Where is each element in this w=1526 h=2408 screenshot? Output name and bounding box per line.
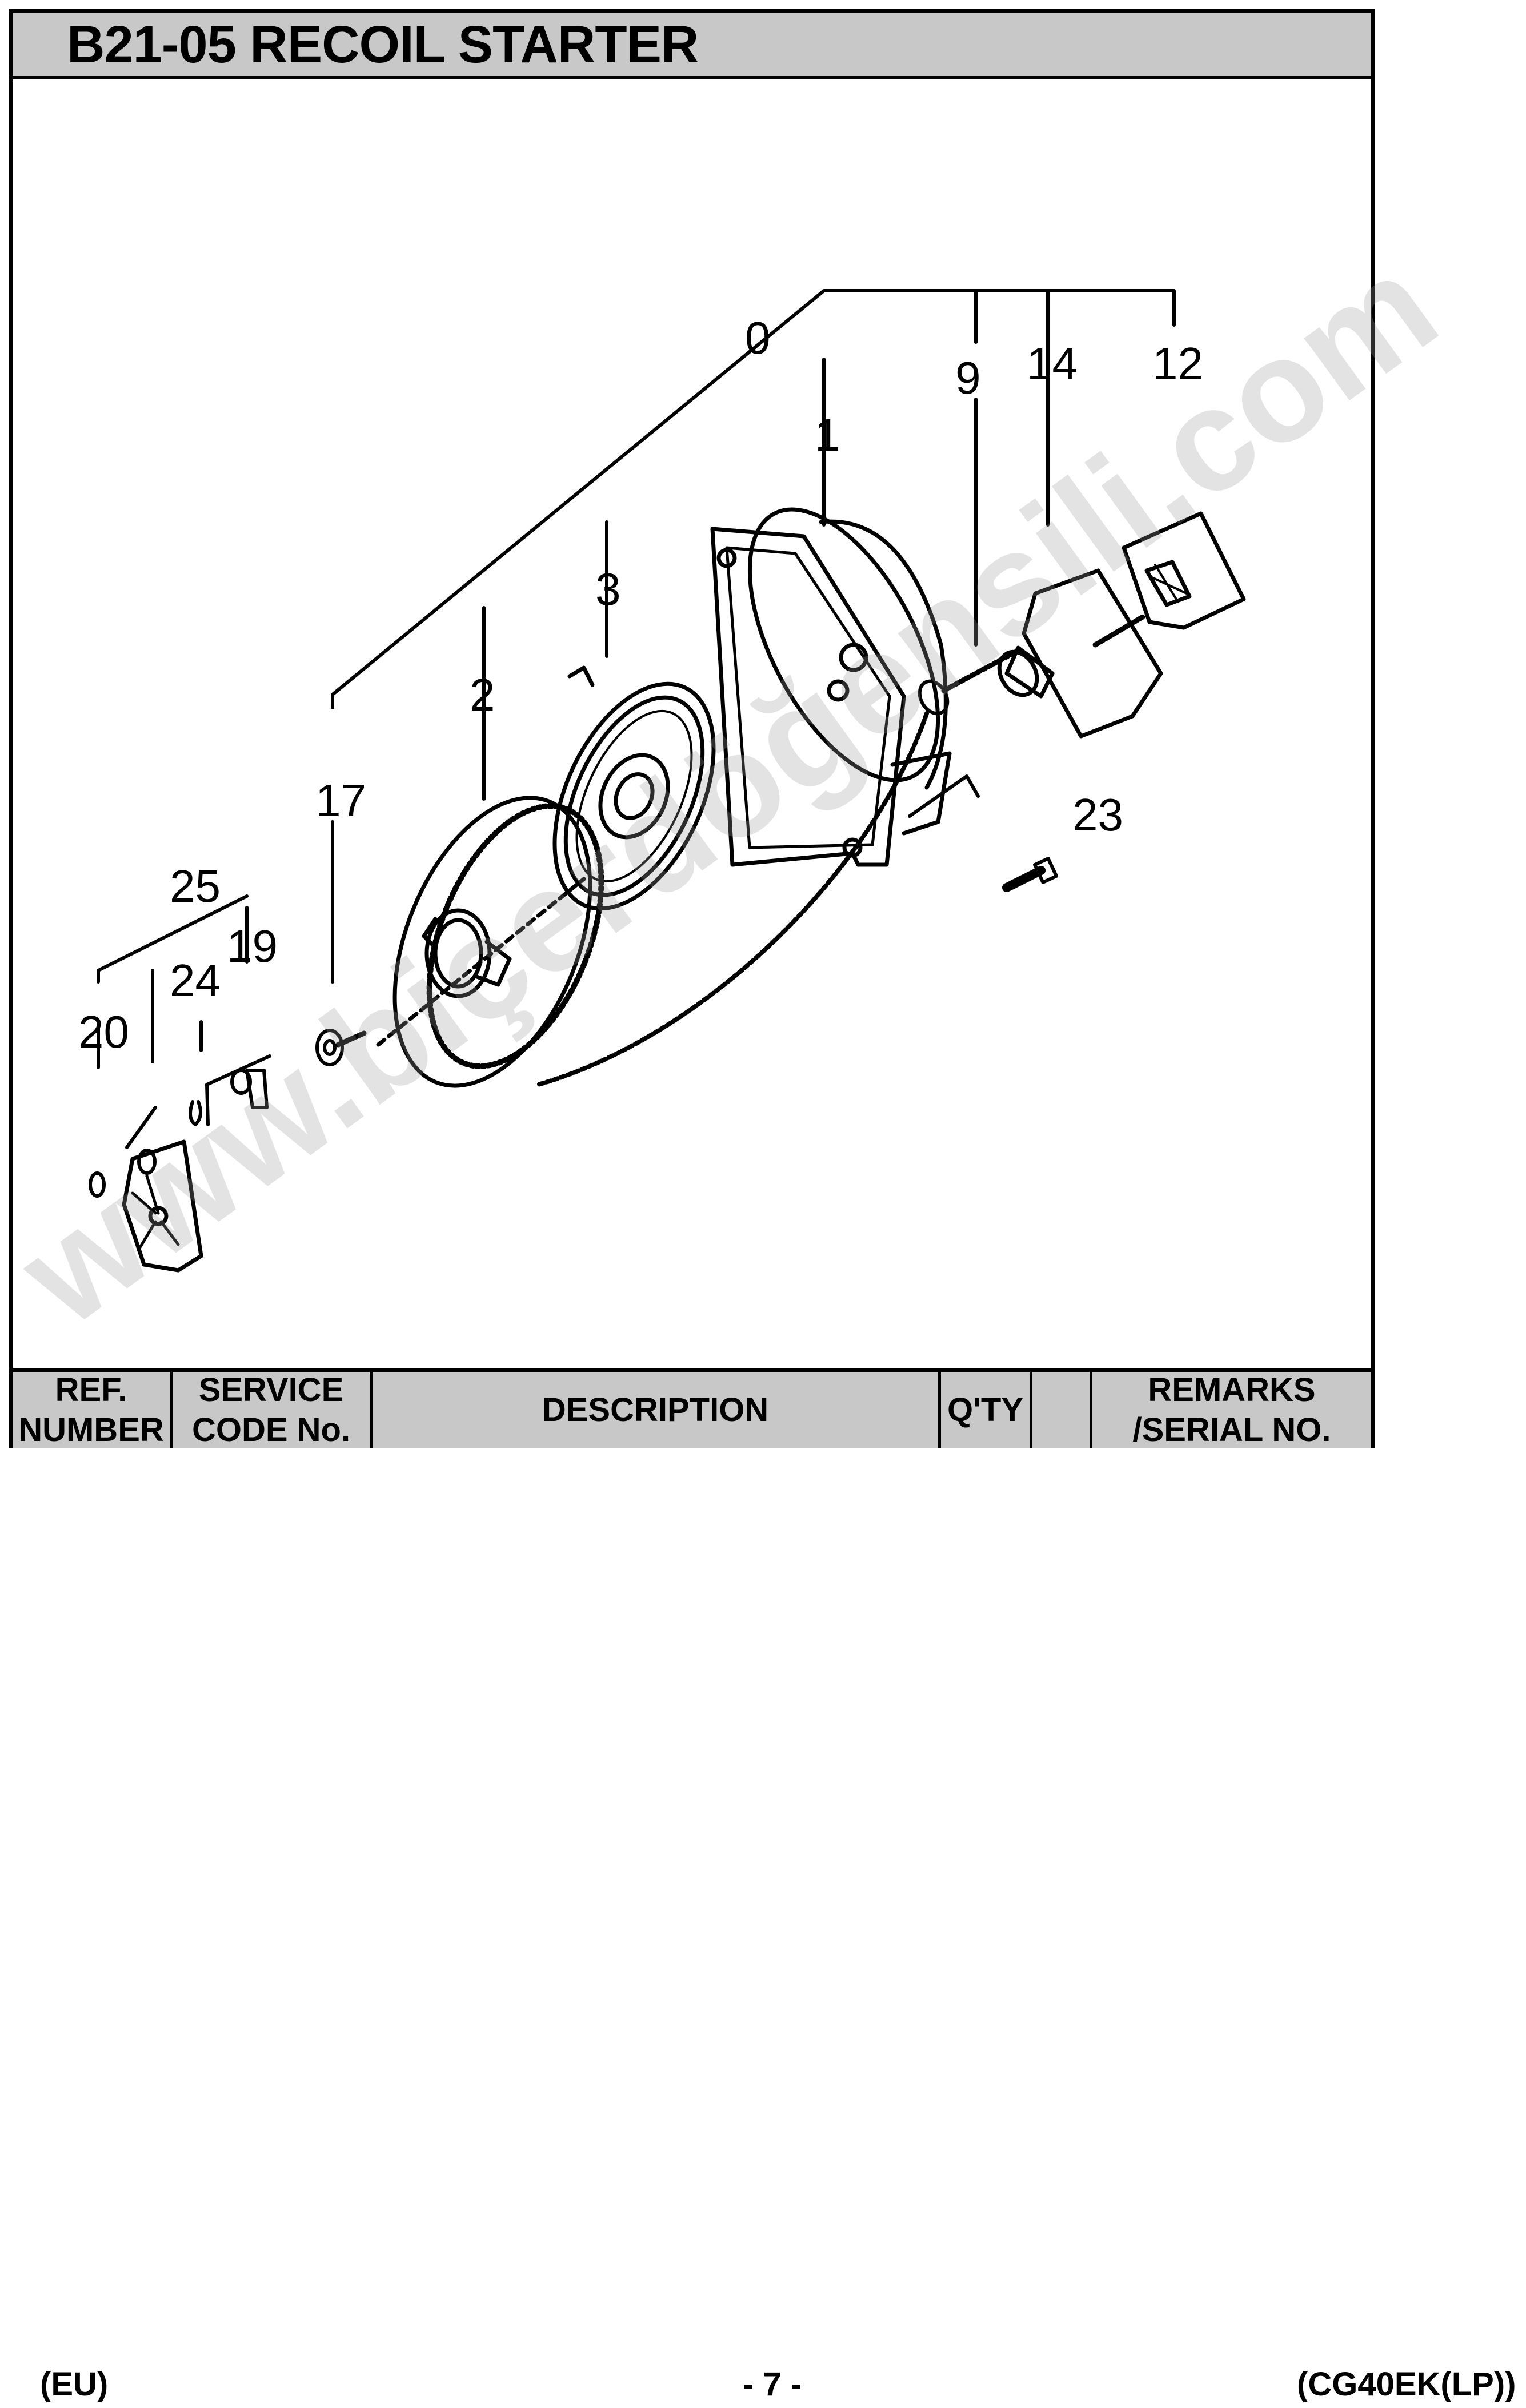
svg-text:1: 1	[815, 410, 840, 460]
svg-text:2: 2	[470, 669, 495, 720]
svg-text:14: 14	[1027, 338, 1078, 389]
watermark-text: www.biçerdöğensili.com	[0, 224, 1464, 1356]
ref-number-header: REF. NUMBER	[13, 1371, 173, 1448]
description-header: DESCRIPTION	[373, 1372, 941, 1448]
svg-text:0: 0	[745, 312, 771, 363]
leader-lines	[97, 289, 1176, 1149]
parts-table-header: REF. NUMBER SERVICE CODE No. DESCRIPTION…	[13, 1368, 1371, 1448]
svg-text:9: 9	[955, 352, 981, 403]
callout-labels: 0 1 2 3 9 12 14 17 19 20 23 24 25	[78, 312, 1203, 1057]
drive-plate	[122, 1139, 203, 1273]
case-screw	[1002, 857, 1058, 892]
parts-page-frame: B21-05 RECOIL STARTER	[9, 9, 1375, 1448]
footer-region: (EU)	[40, 2366, 109, 2403]
footer-model: (CG40EK(LP))	[1297, 2366, 1516, 2403]
svg-text:24: 24	[170, 955, 221, 1006]
qty-header: Q'TY	[941, 1372, 1032, 1448]
svg-text:23: 23	[1072, 789, 1123, 840]
svg-text:17: 17	[315, 775, 366, 826]
title-bar: B21-05 RECOIL STARTER	[13, 13, 1371, 79]
pawl-parts	[89, 1069, 269, 1198]
svg-text:3: 3	[595, 564, 621, 615]
starter-rope	[536, 648, 1021, 1087]
recoil-starter-drawing: 0 1 2 3 9 12 14 17 19 20 23 24 25	[78, 289, 1246, 1273]
page-title: B21-05 RECOIL STARTER	[67, 15, 699, 74]
footer-page-number: - 7 -	[743, 2366, 802, 2403]
rope-reel	[376, 796, 604, 1088]
center-screw	[315, 1029, 367, 1066]
service-code-header: SERVICE CODE No.	[173, 1371, 373, 1448]
svg-text:25: 25	[170, 861, 221, 912]
blank-header	[1032, 1372, 1092, 1448]
svg-text:12: 12	[1152, 338, 1203, 389]
recoil-spring	[552, 665, 716, 911]
starter-case	[710, 507, 952, 867]
remarks-header: REMARKS /SERIAL NO.	[1132, 1371, 1331, 1448]
exploded-parts-diagram: 0 1 2 3 9 12 14 17 19 20 23 24 25	[13, 79, 1371, 1368]
svg-text:20: 20	[78, 1006, 129, 1057]
watermark: www.biçerdöğensili.com	[0, 224, 1464, 1356]
svg-text:19: 19	[227, 921, 278, 972]
starter-grip	[997, 568, 1163, 739]
grip-cap	[1122, 511, 1246, 630]
